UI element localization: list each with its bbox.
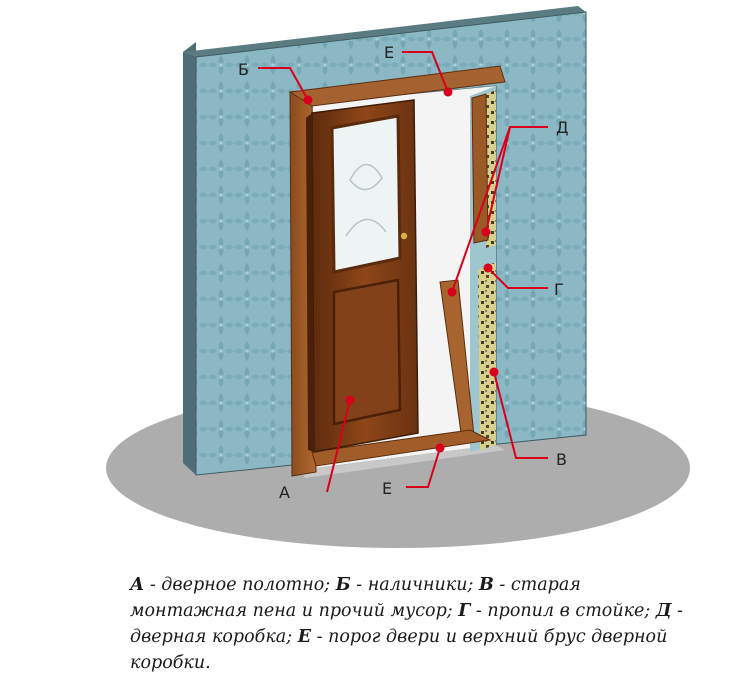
leader-d-2 [451, 126, 511, 293]
leader-g [487, 267, 548, 289]
callout-dots [303, 87, 499, 453]
wall-top [183, 6, 586, 57]
door-glass [330, 114, 402, 274]
threshold [311, 429, 492, 467]
callout-e-bottom-letter: Е [382, 479, 392, 498]
mounting-foam [478, 262, 496, 450]
callout-leaders [258, 51, 548, 493]
callout-d-letter: Д [556, 118, 569, 137]
dot-e-bottom [435, 443, 445, 453]
frame-post-upper [471, 93, 489, 244]
door-edge [306, 113, 314, 452]
callout-e-top-letter: Е [384, 43, 394, 62]
door-handle [400, 232, 408, 240]
legend-text-b: - наличники; [350, 575, 479, 595]
legend-text-g: - пропил в стойке; [470, 601, 656, 621]
callout-g-letter: Г [554, 280, 564, 299]
dot-v [489, 367, 499, 377]
legend-text-a: - дверное полотно; [144, 575, 336, 595]
leader-b [258, 67, 309, 101]
legend-letter-d: Д [655, 601, 672, 621]
dot-d [481, 227, 491, 237]
leader-a [326, 399, 351, 493]
legend-letter-v: В [478, 575, 494, 595]
dot-d-2 [447, 287, 457, 297]
callout-a-letter: А [279, 483, 290, 502]
legend-letter-e: Е [297, 627, 312, 647]
dot-a [345, 395, 355, 405]
leader-v [493, 371, 548, 459]
legend-caption: А - дверное полотно; Б - наличники; В - … [130, 572, 690, 676]
legend-text-d: - дверная коробка; [130, 601, 683, 647]
leader-e-bottom [406, 447, 441, 488]
door-lower-panel [332, 278, 402, 426]
dot-g [483, 263, 493, 273]
dot-b [303, 95, 313, 105]
legend-letter-g: Г [458, 601, 471, 621]
callout-v-letter: В [556, 450, 567, 469]
wall-side [183, 42, 196, 475]
legend-text-v: - старая монтажная пена и прочий мусор; [130, 575, 581, 621]
callout-b-letter: Б [238, 60, 249, 79]
legend-letter-a: А [130, 575, 145, 595]
legend-text-e: - порог двери и верхний брус дверной кор… [130, 627, 668, 673]
diagram-illustration: А Б В Г Д Е Е [106, 6, 690, 548]
opening-floor [300, 445, 505, 478]
dot-e-top [443, 87, 453, 97]
legend-letter-b: Б [335, 575, 351, 595]
glass-decor [345, 163, 387, 237]
leader-e-top [402, 51, 449, 93]
